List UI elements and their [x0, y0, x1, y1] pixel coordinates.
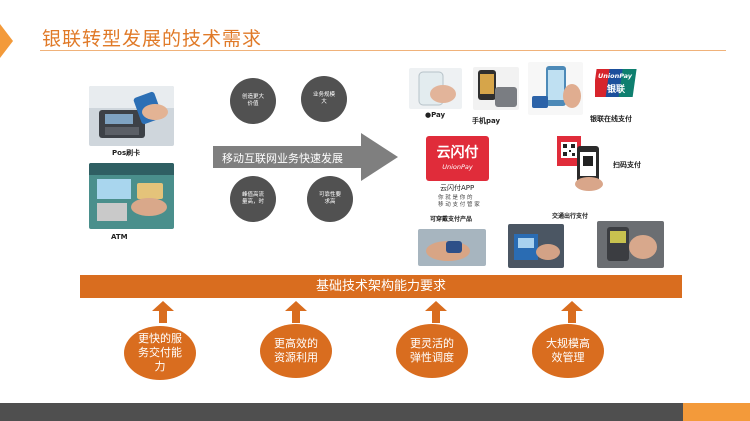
footer-bar: [0, 403, 683, 421]
title-underline: [40, 50, 726, 51]
requirement-resource-efficiency: 更高效的资源利用: [260, 324, 332, 378]
apple-icon: ●: [425, 111, 432, 119]
phone-nfc-image: [528, 62, 583, 115]
phone-pay-caption: 手机pay: [472, 117, 501, 125]
app-slogan-2: 移 动 支 付 管 家: [438, 202, 480, 208]
transit-caption: 交通出行支付: [552, 213, 589, 220]
qr-pay-image: [553, 132, 608, 191]
unionpay-online-caption: 银联在线支付: [590, 115, 632, 123]
atm-caption: ATM: [111, 233, 128, 241]
qr-pay-caption: 扫码支付: [613, 161, 641, 169]
bubble-peak: 峰值高流量高，时: [230, 176, 276, 222]
transit-gate-image: [508, 224, 564, 268]
title-marker: [0, 24, 13, 58]
up-arrow-icon: [561, 301, 583, 323]
unionpay-cn-label: 银联: [607, 85, 626, 95]
cloud-flash-en: UnionPay: [442, 163, 473, 171]
unionpay-card: UnionPay 银联: [595, 66, 640, 100]
pos-caption: Pos刷卡: [112, 149, 141, 157]
up-arrow-icon: [152, 301, 174, 323]
qr-code-icon: [561, 142, 577, 158]
wearable-caption: 可穿戴支付产品: [430, 216, 473, 223]
bubble-value: 创造更大价值: [230, 78, 276, 124]
bubble-reliability: 可靠性要求高: [307, 176, 353, 222]
requirement-fast-delivery: 更快的服务交付能力: [124, 326, 196, 380]
up-arrow-icon: [425, 301, 447, 323]
atm-photo: [89, 163, 174, 229]
pos-photo: [89, 86, 174, 146]
wearable-image: [418, 229, 486, 266]
page-title: 银联转型发展的技术需求: [42, 28, 263, 50]
apple-pay-caption: ●Pay: [425, 111, 446, 119]
phone-pay-image: [473, 67, 519, 110]
transit-card-image: [597, 221, 664, 268]
growth-arrow: [213, 133, 398, 181]
requirement-elastic-scheduling: 更灵活的弹性调度: [396, 324, 468, 378]
foundation-bar: 基础技术架构能力要求: [80, 275, 682, 298]
footer-accent: [683, 403, 750, 421]
up-arrow-icon: [285, 301, 307, 323]
unionpay-brand-label: UnionPay: [598, 72, 632, 80]
arrow-label: 移动互联网业务快速发展: [222, 152, 343, 165]
requirement-large-scale-management: 大规模高效管理: [532, 324, 604, 378]
app-name: 云闪付APP: [440, 184, 475, 192]
app-slogan-1: 你 就 是 你 的: [438, 195, 473, 201]
bubble-scale: 业务规模大: [301, 76, 347, 122]
apple-pay-image: [409, 68, 462, 109]
cloud-flash-cn: 云闪付: [436, 145, 479, 161]
cloud-flash-logo: 云闪付 UnionPay: [426, 136, 489, 181]
